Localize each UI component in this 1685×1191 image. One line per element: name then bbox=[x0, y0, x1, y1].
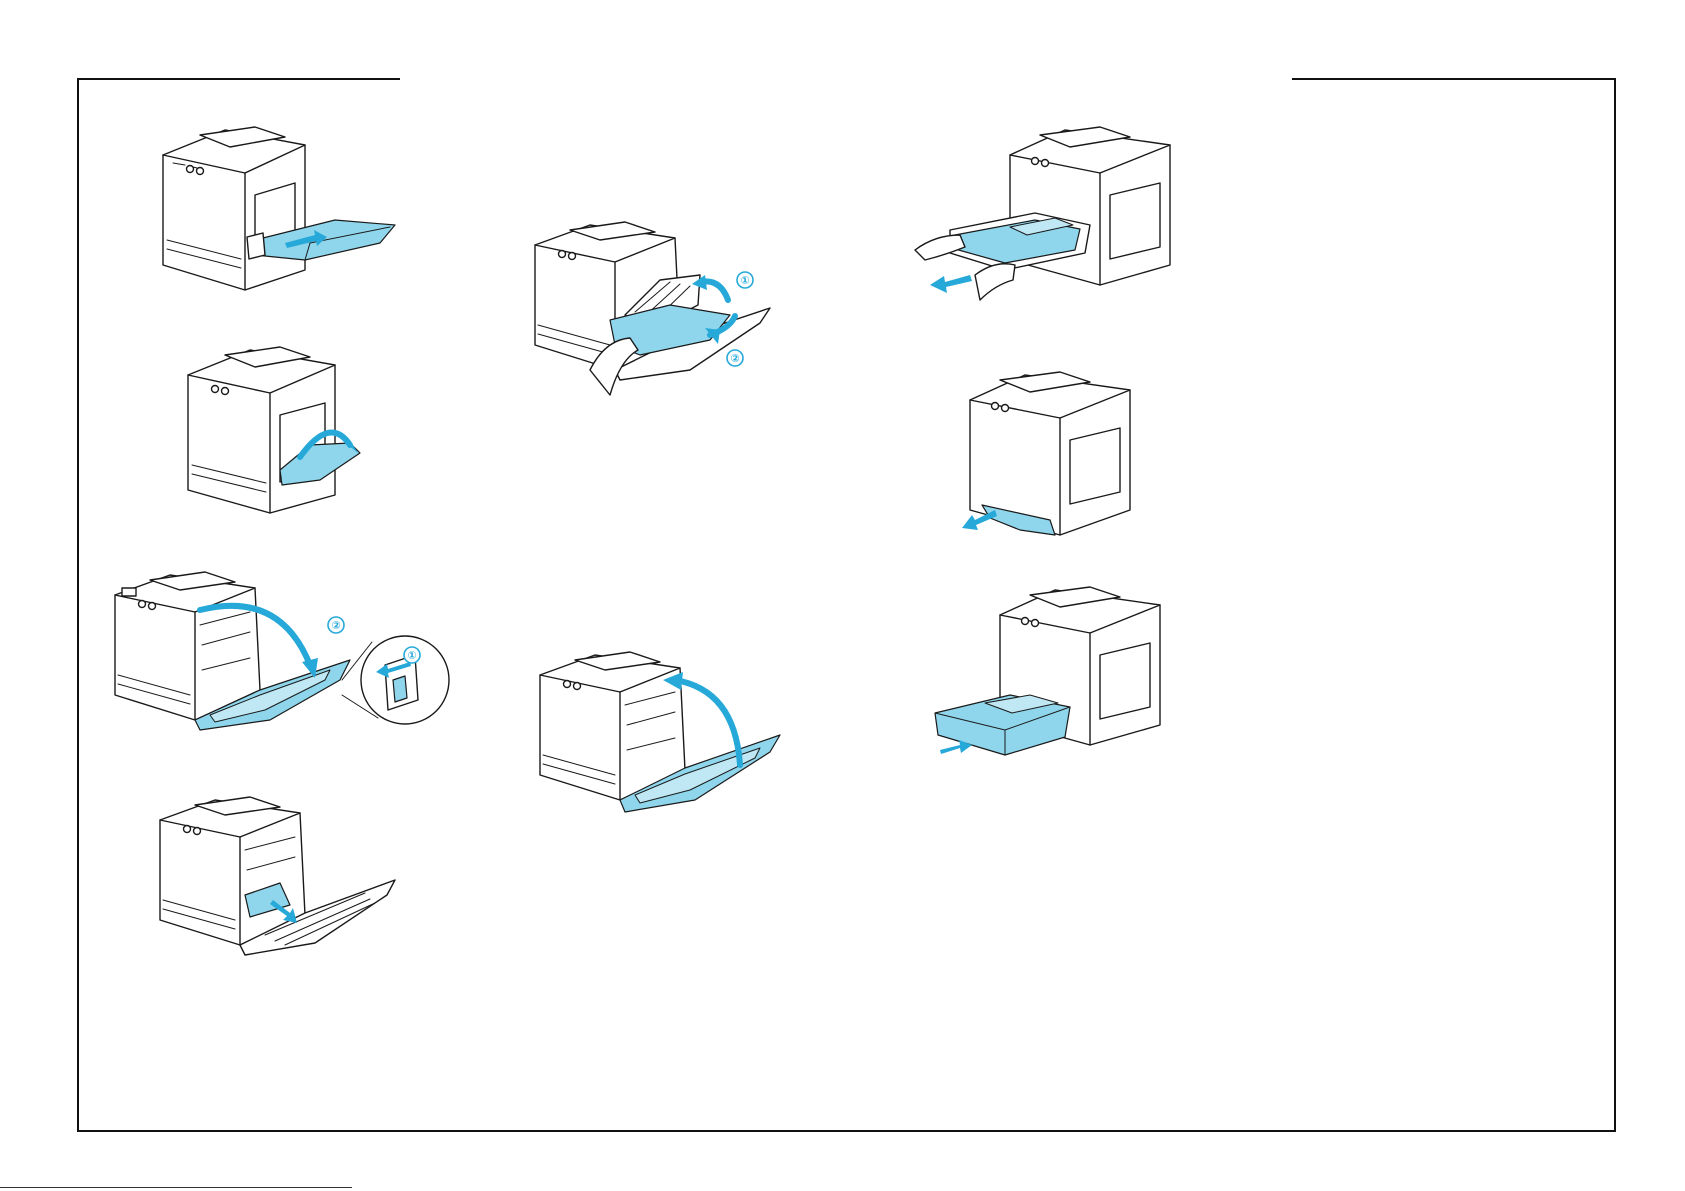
printer-cassette-pull-icon bbox=[915, 125, 1175, 325]
cassette-pull-out-illustration bbox=[915, 125, 1175, 325]
callout-step-two: ② bbox=[332, 619, 341, 632]
mp-tray-remove-paper-illustration bbox=[155, 125, 405, 295]
printer-mp-tray-close-icon bbox=[180, 345, 375, 515]
printer-mp-tray-arrow-icon bbox=[155, 125, 405, 295]
cassette-push-in-illustration bbox=[930, 585, 1170, 775]
printer-cover-open-latch-icon: ② ① bbox=[110, 570, 450, 740]
frame-top-right bbox=[1292, 78, 1616, 80]
callout-step-one: ① bbox=[408, 649, 417, 662]
cover-a-close-illustration bbox=[535, 650, 790, 820]
printer-cassette-slot-icon bbox=[960, 370, 1140, 540]
footer-rule bbox=[0, 1187, 352, 1188]
frame-top-left bbox=[77, 78, 400, 80]
printer-cover-remove-paper-icon bbox=[155, 795, 400, 960]
cover-a-open-latch-illustration: ② ① bbox=[110, 570, 450, 740]
mp-tray-close-illustration bbox=[180, 345, 375, 515]
callout-step-two: ② bbox=[731, 352, 740, 365]
cassette-slot-remove-paper-illustration bbox=[960, 370, 1140, 540]
fuser-remove-paper-illustration: ① ② bbox=[530, 220, 780, 400]
frame-right bbox=[1614, 78, 1616, 1132]
printer-fuser-remove-icon: ① ② bbox=[530, 220, 780, 400]
callout-step-one: ① bbox=[741, 274, 750, 287]
cover-a-remove-paper-illustration bbox=[155, 795, 400, 960]
frame-bottom bbox=[77, 1130, 1616, 1132]
printer-cassette-push-icon bbox=[930, 585, 1170, 775]
frame-left bbox=[77, 78, 79, 1132]
printer-cover-close-icon bbox=[535, 650, 790, 820]
